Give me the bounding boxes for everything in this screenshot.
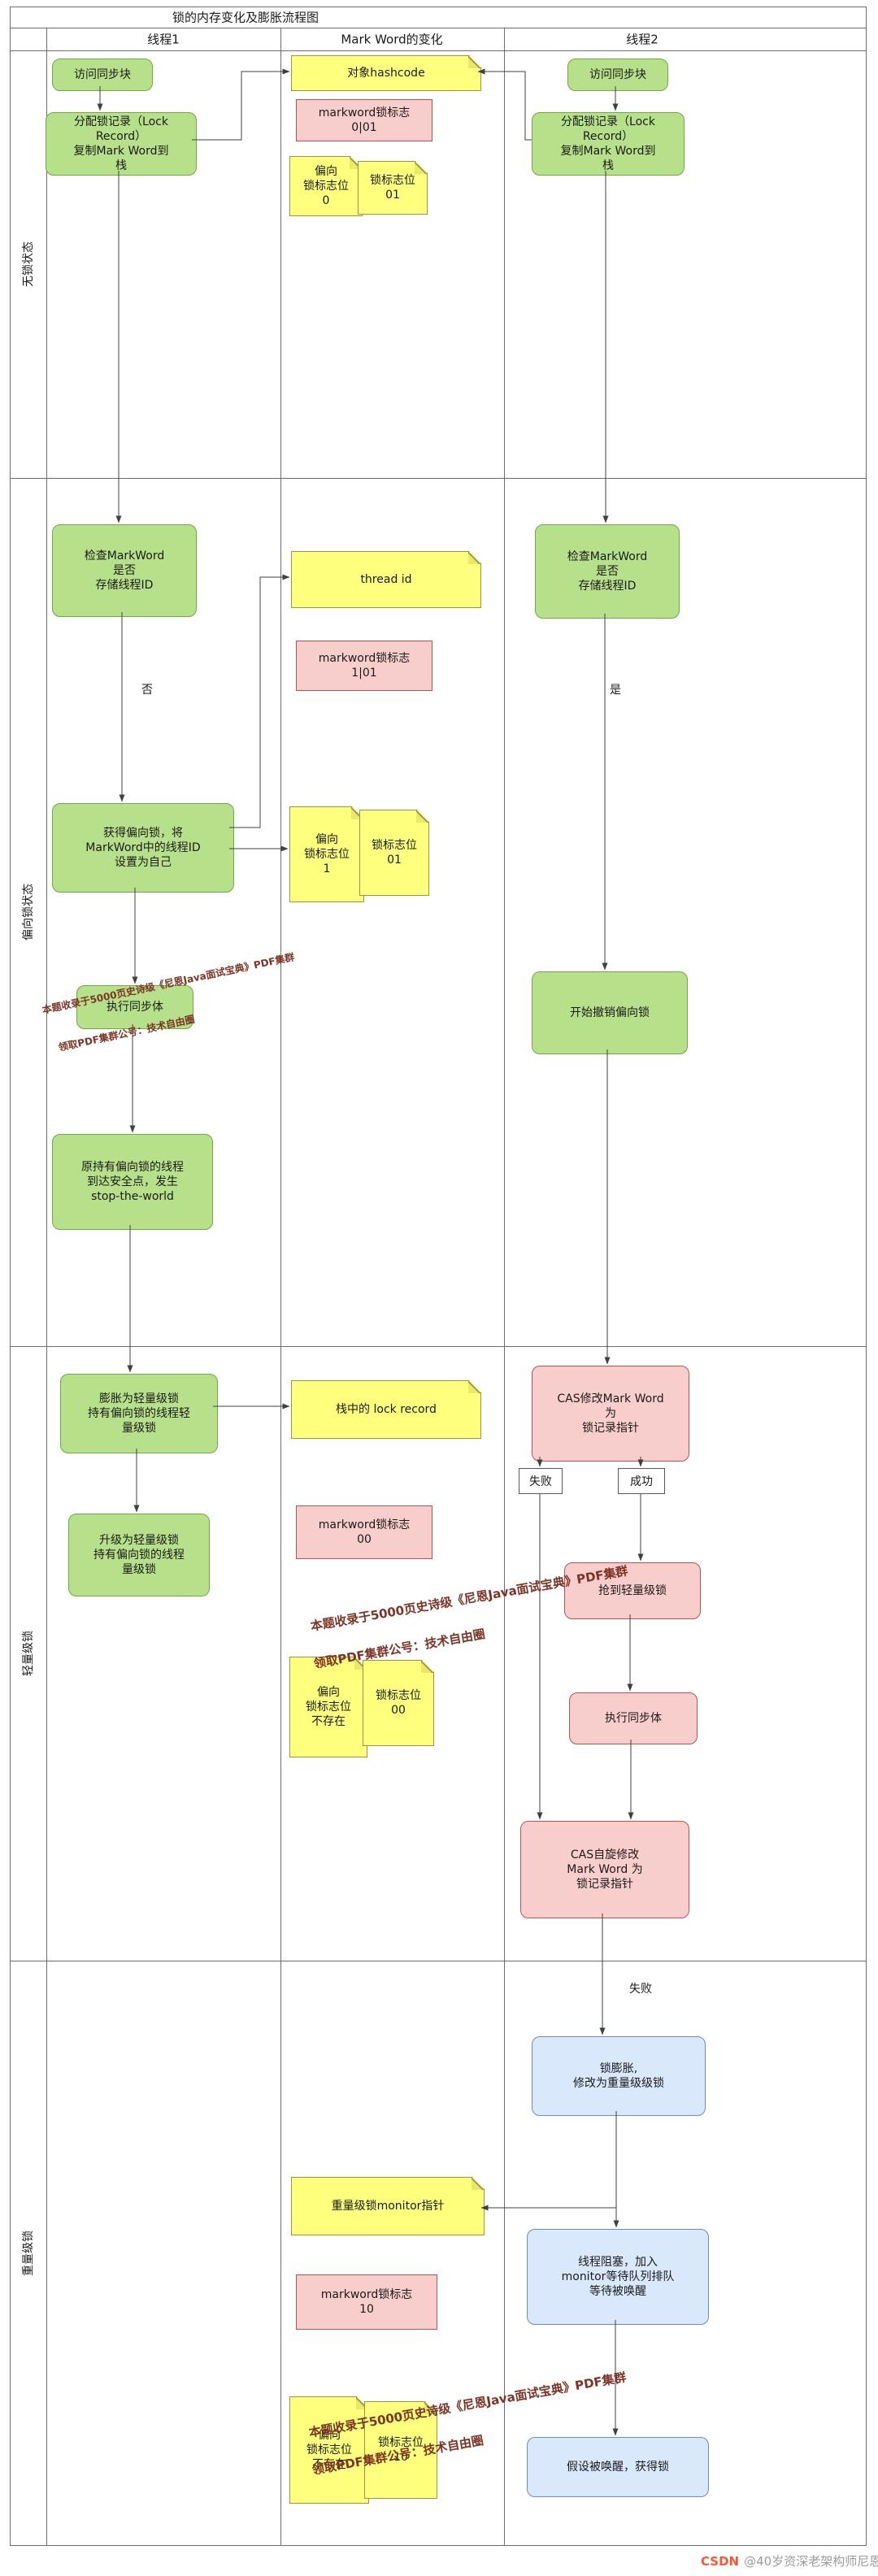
- lock-flag-00-note: 锁标志位 00: [363, 1660, 434, 1746]
- t1-acquire-bias-node: 获得偏向锁，将 MarkWord中的线程ID 设置为自己: [52, 803, 234, 893]
- t2-lock-inflate-node: 锁膨胀, 修改为重量级级锁: [532, 2036, 706, 2116]
- column-header-markword: Mark Word的变化: [341, 32, 443, 47]
- t1-upgrade-lightweight-node: 升级为轻量级锁 持有偏向锁的线程 量级锁: [68, 1514, 210, 1596]
- t2-cas-spin-node: CAS自旋修改 Mark Word 为 锁记录指针: [520, 1821, 689, 1918]
- lane-label-nolock: 无锁状态: [22, 241, 35, 287]
- bias-flag-1-note: 偏向 锁标志位 1: [289, 806, 364, 902]
- t2-exec-sync-node: 执行同步体: [569, 1692, 698, 1744]
- grid-vline-lanelabel: [46, 28, 47, 2546]
- lane-label-heavyweight: 重量级锁: [22, 2231, 35, 2276]
- t1-exec-sync-node: 执行同步体: [76, 985, 193, 1029]
- t1-access-sync-node: 访问同步块: [52, 59, 153, 91]
- lock-flag-10-note: 锁标志位 10: [364, 2401, 437, 2499]
- t2-alloc-lockrecord-node: 分配锁记录（Lock Record） 复制Mark Word到 栈: [532, 112, 685, 176]
- swimlane-frame: [10, 7, 867, 2546]
- csdn-username: @40岁资深老架构师尼恩: [744, 2554, 878, 2569]
- bias-flag-absent-note: 偏向 锁标志位 不存在: [289, 1657, 367, 1757]
- t2-revoke-bias-node: 开始撤销偏向锁: [532, 971, 688, 1054]
- t2-access-sync-node: 访问同步块: [567, 59, 668, 91]
- edge-label-yes: 是: [608, 681, 623, 697]
- lane-label-lightweight: 轻量级锁: [22, 1631, 35, 1676]
- grid-hline-header: [10, 50, 867, 51]
- t1-check-markword-node: 检查MarkWord 是否 存储线程ID: [52, 524, 197, 617]
- bias-flag-absent2-note: 偏向 锁标志位 不存在: [289, 2396, 369, 2504]
- lock-flag-01-note: 锁标志位 01: [358, 161, 428, 215]
- t2-block-monitor-node: 线程阻塞，加入 monitor等待队列排队 等待被唤醒: [527, 2229, 709, 2325]
- csdn-brand: CSDN: [701, 2554, 740, 2569]
- csdn-watermark: CSDN @40岁资深老架构师尼恩: [701, 2552, 878, 2569]
- lane-label-biased: 偏向锁状态: [22, 884, 35, 940]
- markword-flag-001-box: markword锁标志 0|01: [296, 99, 432, 141]
- markword-stack-lockrecord-note: 栈中的 lock record: [291, 1380, 481, 1439]
- t1-inflate-lightweight-node: 膨胀为轻量级锁 持有偏向锁的线程轻 量级锁: [60, 1374, 218, 1453]
- markword-hashcode-note: 对象hashcode: [291, 55, 481, 91]
- t2-cas-modify-node: CAS修改Mark Word 为 锁记录指针: [532, 1366, 689, 1462]
- markword-threadid-note: thread id: [291, 551, 481, 608]
- bias-flag-0-note: 偏向 锁标志位 0: [289, 156, 363, 216]
- markword-flag-101-box: markword锁标志 1|01: [296, 641, 432, 691]
- markword-monitor-pointer-note: 重量级锁monitor指针: [291, 2177, 485, 2235]
- grid-hline-row2: [10, 1346, 867, 1347]
- edge-label-fail-box: 失败: [519, 1468, 563, 1494]
- grid-vline-col1: [280, 28, 281, 2546]
- markword-flag-10-box: markword锁标志 10: [296, 2274, 437, 2330]
- t2-wake-acquire-node: 假设被唤醒，获得锁: [527, 2437, 709, 2497]
- t2-grab-lightweight-node: 抢到轻量级锁: [564, 1562, 701, 1619]
- edge-label-fail-spin: 失败: [628, 1980, 654, 1996]
- grid-vline-col2: [504, 28, 505, 2546]
- t1-alloc-lockrecord-node: 分配锁记录（Lock Record） 复制Mark Word到 栈: [46, 112, 197, 176]
- column-header-thread1: 线程1: [147, 32, 180, 47]
- t2-check-markword-node: 检查MarkWord 是否 存储线程ID: [535, 524, 680, 619]
- edge-label-success-box: 成功: [618, 1468, 665, 1494]
- lock-flag-01b-note: 锁标志位 01: [359, 810, 429, 896]
- column-header-thread2: 线程2: [626, 32, 658, 47]
- grid-hline-row1: [10, 478, 867, 479]
- t1-stop-the-world-node: 原持有偏向锁的线程 到达安全点，发生 stop-the-world: [52, 1134, 213, 1230]
- page-title: 锁的内存变化及膨胀流程图: [172, 10, 319, 25]
- edge-label-no: 否: [140, 681, 154, 697]
- markword-flag-00-box: markword锁标志 00: [296, 1505, 432, 1559]
